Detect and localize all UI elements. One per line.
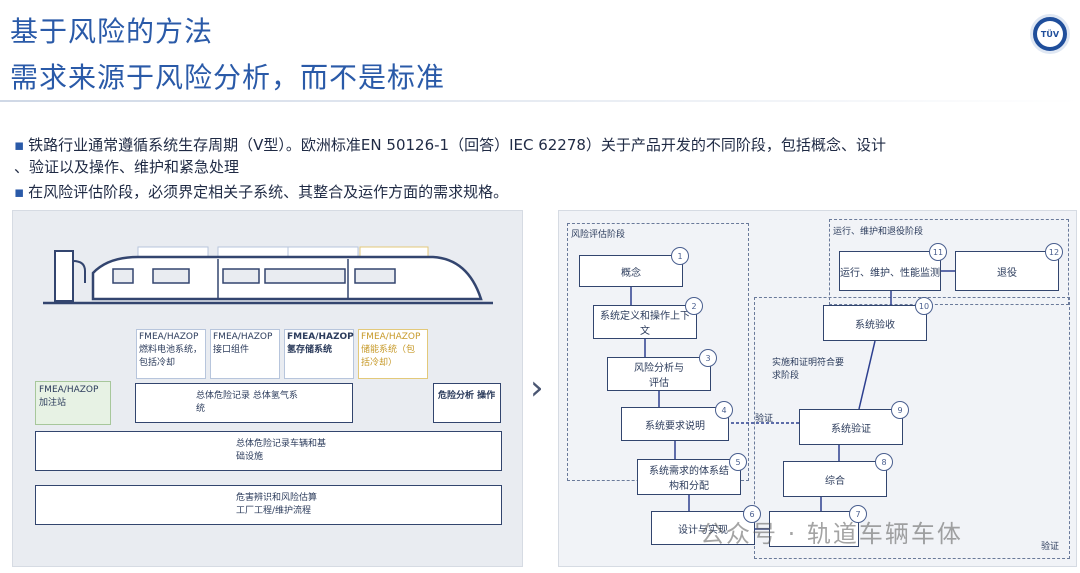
step-number: 8: [875, 453, 893, 471]
step-number: 9: [891, 401, 909, 419]
verify-label: 验证: [755, 411, 773, 424]
overall-hazard-h2-box: 总体危险记录 总体氢气系统: [135, 383, 353, 423]
v-model-arrows: [559, 211, 1076, 566]
hazard-id-box: 危害辨识和风险估算工厂工程/维护流程: [35, 485, 502, 525]
bullet-1-cont: 、验证以及操作、维护和紧急处理: [14, 156, 239, 177]
step-number: 3: [699, 349, 717, 367]
hazard-ops-box: 危险分析 操作: [433, 383, 501, 423]
bullet-dot-icon: ▪: [14, 183, 24, 201]
step-number: 12: [1045, 243, 1063, 261]
page-title: 基于风险的方法: [10, 10, 213, 50]
tuv-logo: TÜV: [1030, 14, 1070, 54]
bullet-dot-icon: ▪: [14, 136, 24, 154]
step-number: 5: [729, 453, 747, 471]
header-divider: [0, 100, 1080, 102]
chevron-right-icon: ›: [530, 368, 544, 408]
page-subtitle: 需求来源于风险分析，而不是标准: [10, 56, 445, 96]
step-number: 10: [915, 297, 933, 315]
watermark-text: 公众号 · 轨道车辆车体: [700, 514, 963, 549]
verify-label-2: 验证: [1041, 539, 1059, 552]
vehicle-infra-hazard-box: 总体危险记录车辆和基础设施: [35, 431, 502, 471]
bullet-2: ▪在风险评估阶段，必须界定相关子系统、其整合及运作方面的需求规格。: [14, 181, 508, 202]
step-number: 1: [671, 247, 689, 265]
train-illustration: [13, 211, 522, 331]
step-number: 4: [715, 401, 733, 419]
step-number: 11: [929, 243, 947, 261]
bullet-1: ▪铁路行业通常遵循系统生存周期（V型）。欧洲标准EN 50126-1（回答）IE…: [14, 134, 886, 155]
step-number: 2: [685, 297, 703, 315]
